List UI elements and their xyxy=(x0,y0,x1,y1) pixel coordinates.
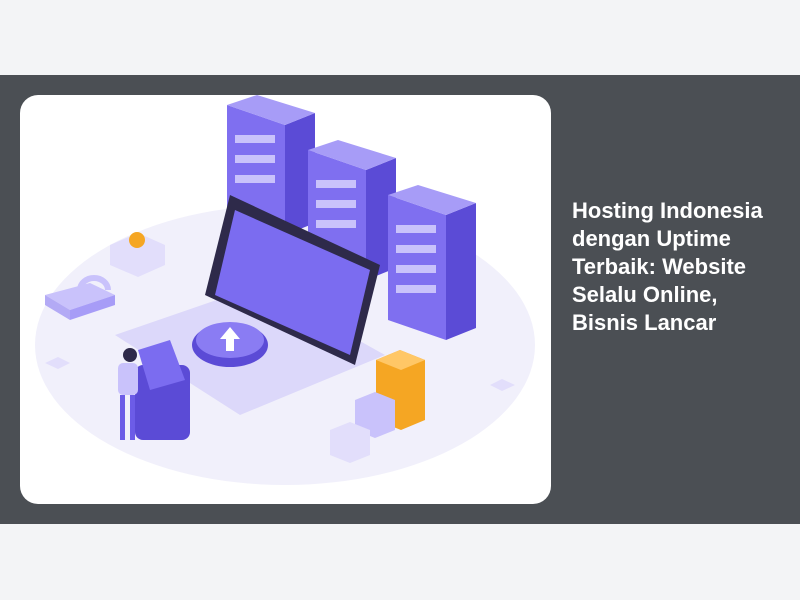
person-icon xyxy=(118,340,190,440)
cube-icon xyxy=(355,392,395,438)
cube-icon xyxy=(330,422,370,463)
server-rack-icon xyxy=(388,185,476,340)
cube-icon xyxy=(490,379,515,391)
lock-icon xyxy=(45,275,115,320)
clock-box-icon xyxy=(110,232,165,277)
hero-image xyxy=(20,95,551,504)
article-title[interactable]: Hosting Indonesia dengan Uptime Terbaik:… xyxy=(572,198,763,335)
cloud-upload-icon xyxy=(192,322,268,367)
hosting-illustration xyxy=(35,95,535,485)
cube-icon xyxy=(45,357,70,369)
